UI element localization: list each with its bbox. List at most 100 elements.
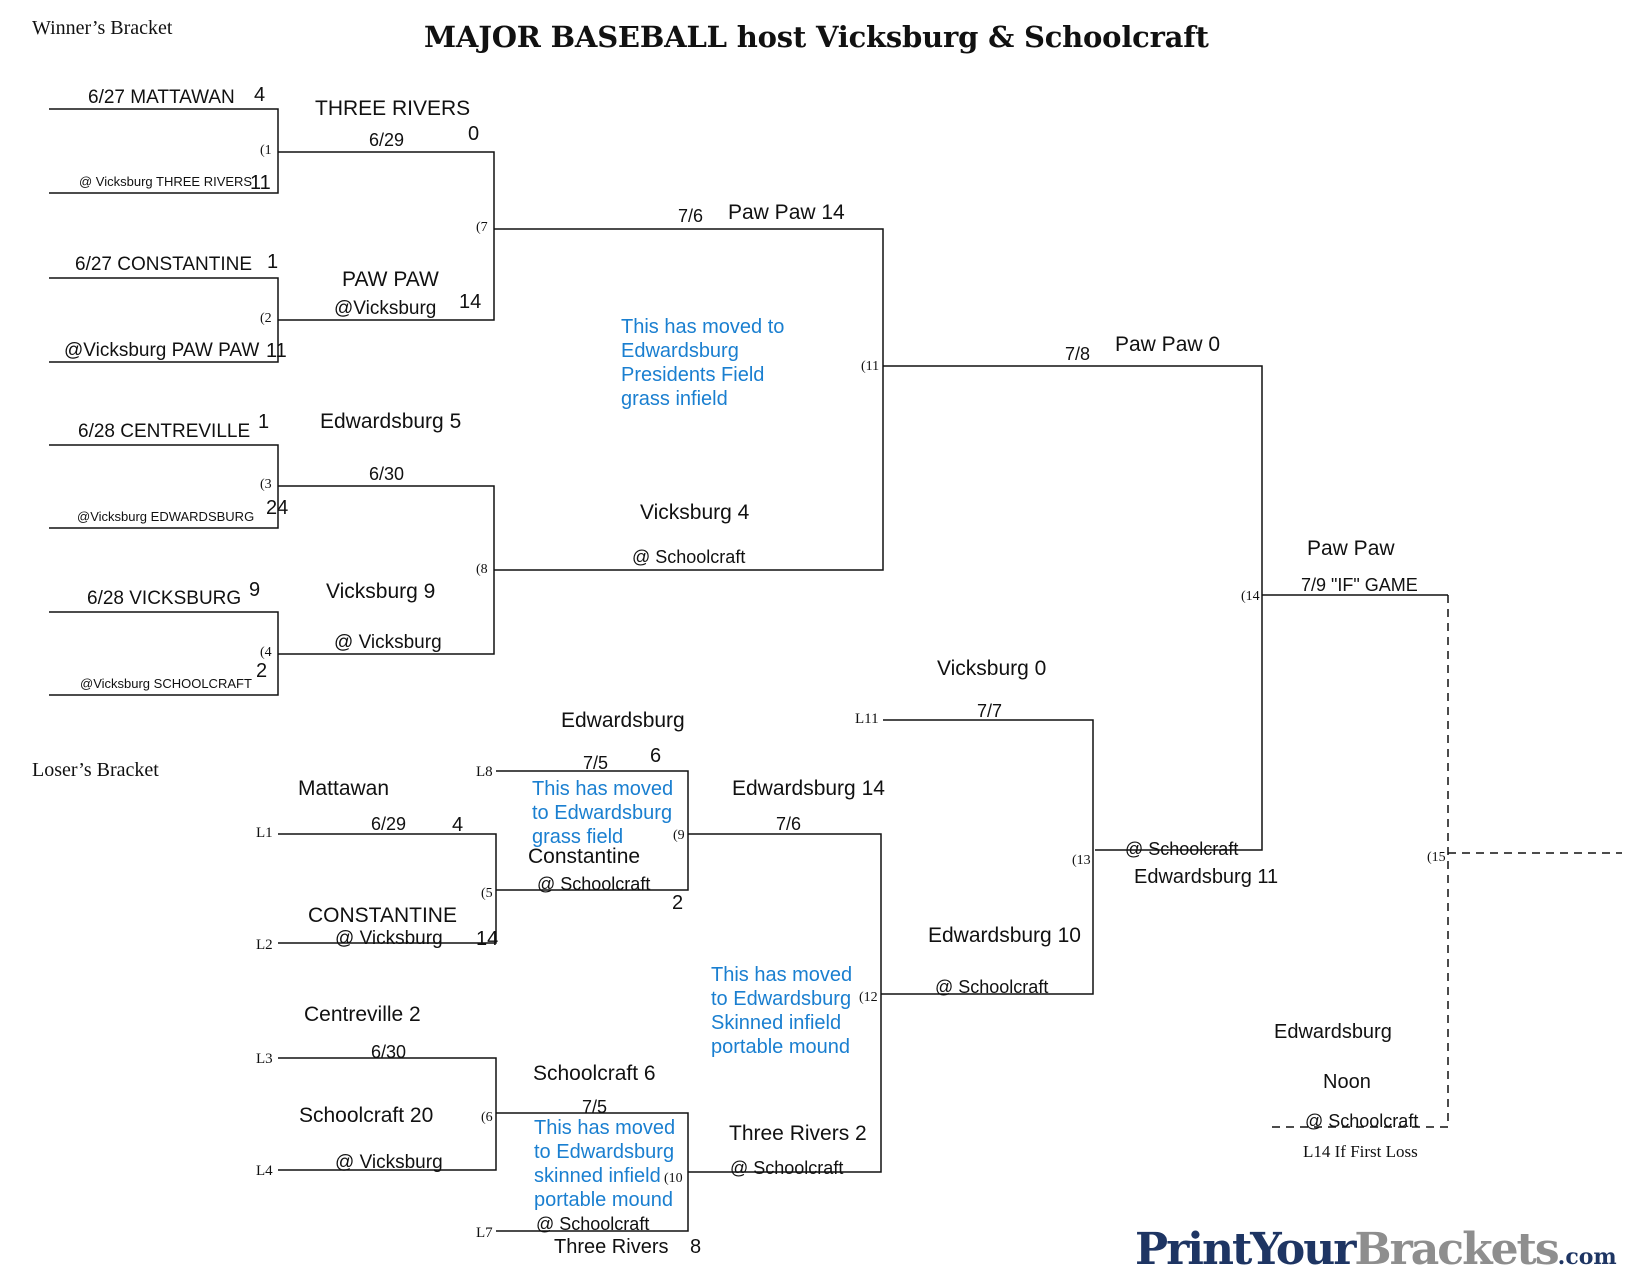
w3-top-score: 1 [258, 411, 270, 433]
w-r2-g1-score: 0 [468, 123, 480, 145]
if-game-note: L14 If First Loss [1303, 1142, 1418, 1161]
l-r3-g12-bottom-team: Three Rivers 2 [729, 1122, 867, 1145]
loser-tag-l2: L2 [256, 937, 273, 953]
w-r3-g7-winner: Paw Paw 14 [728, 201, 845, 224]
l-r1-l6-bottom-team: Schoolcraft 20 [299, 1104, 434, 1127]
l-r1-l6-location: @ Vicksburg [335, 1152, 443, 1173]
w-r3-g8-location: @ Schoolcraft [632, 547, 746, 567]
w-r3-g7-date: 7/6 [678, 206, 704, 226]
winners-bracket-label: Winner’s Bracket [32, 17, 173, 39]
l-r1-l5-location: @ Vicksburg [335, 928, 443, 949]
l-r2-g10-bottom-team: Three Rivers [554, 1236, 669, 1258]
if-game-location: @ Schoolcraft [1305, 1111, 1419, 1131]
w-r2-g1-winner: THREE RIVERS [315, 97, 471, 120]
l-r3-g12-top-team: Edwardsburg 14 [732, 777, 885, 800]
w1-top-score: 4 [254, 84, 266, 106]
note-line: Presidents Field [621, 364, 765, 386]
w-r2-g2-score: 14 [459, 291, 482, 313]
note-line: to Edwardsburg [534, 1141, 675, 1163]
l-r2-g9-top-team: Edwardsburg [561, 709, 685, 732]
l-r4-g13-top-team: Vicksburg 0 [937, 657, 1047, 680]
game-tag-4: (4 [260, 645, 272, 660]
game-tag-5: (5 [481, 886, 493, 901]
w3-bottom-team: @Vicksburg EDWARDSBURG [77, 509, 255, 524]
l-r2-g9-date: 7/5 [583, 753, 609, 773]
w2-top-team: 6/27 CONSTANTINE [75, 254, 253, 275]
venue-note-game-11: This has moved to Edwardsburg Presidents… [621, 315, 784, 411]
w3-top-team: 6/28 CENTREVILLE [78, 421, 251, 442]
note-line: grass field [532, 826, 624, 848]
site-logo[interactable]: PrintYourBrackets.com [1135, 1228, 1617, 1272]
l-r2-g9-bottom-score: 2 [672, 892, 684, 914]
l-r5-g14-location: @ Schoolcraft [1125, 839, 1239, 859]
losers-bracket-label: Loser’s Bracket [32, 759, 159, 781]
final-if-game: 7/9 "IF" GAME [1301, 575, 1418, 595]
loser-tag-l4: L4 [256, 1163, 273, 1179]
w1-top-team: 6/27 MATTAWAN [88, 87, 235, 108]
note-line: Edwardsburg [621, 340, 739, 362]
l-r2-g9-top-score: 6 [650, 745, 662, 767]
w-r2-g3-winner: Edwardsburg 5 [320, 410, 462, 433]
note-line: This has moved to [621, 316, 785, 338]
logo-part-3: .com [1557, 1244, 1617, 1270]
game-tag-8: (8 [476, 562, 488, 577]
l-r2-g9-location: @ Schoolcraft [537, 874, 651, 894]
page-title: MAJOR BASEBALL host Vicksburg & Schoolcr… [424, 20, 1209, 54]
note-line: This has moved [532, 778, 674, 800]
w-r4-g11-winner: Paw Paw 0 [1115, 333, 1221, 356]
game-tag-9: (9 [673, 828, 685, 843]
l-r4-g13-location: @ Schoolcraft [935, 977, 1049, 997]
w-r2-g4-location: @ Vicksburg [334, 632, 442, 653]
l-r1-l5-bottom-team: CONSTANTINE [308, 904, 457, 927]
l-r1-l6-date: 6/30 [371, 1042, 407, 1062]
l-r3-g12-location: @ Schoolcraft [730, 1158, 844, 1178]
loser-tag-l3: L3 [256, 1051, 273, 1067]
logo-part-1: PrintYour [1135, 1224, 1356, 1275]
game-tag-15: (15 [1427, 850, 1446, 865]
game-tag-1: (1 [260, 143, 272, 158]
w1-bottom-score: 11 [250, 172, 271, 194]
l-r1-l5-top-team: Mattawan [298, 777, 390, 800]
w2-top-score: 1 [267, 251, 279, 273]
game-tag-6: (6 [481, 1110, 493, 1125]
game-tag-2: (2 [260, 311, 272, 326]
loser-tag-l8: L8 [476, 764, 493, 780]
note-line: portable mound [711, 1036, 850, 1058]
l-r2-g10-bottom-score: 8 [690, 1236, 702, 1258]
note-line: portable mound [534, 1189, 673, 1211]
l-r5-g14-winner: Edwardsburg 11 [1134, 866, 1279, 888]
l-r2-g10-location: @ Schoolcraft [536, 1214, 650, 1234]
w2-bottom-team: @Vicksburg PAW PAW [64, 340, 260, 361]
w4-top-team: 6/28 VICKSBURG [87, 588, 242, 609]
note-line: to Edwardsburg [532, 802, 673, 824]
l-r2-g10-date: 7/5 [582, 1097, 608, 1117]
game-tag-7: (7 [476, 220, 488, 235]
loser-tag-l1: L1 [256, 825, 273, 841]
l-r1-l6-top-team: Centreville 2 [304, 1003, 421, 1026]
w-r2-g2-winner: PAW PAW [342, 268, 439, 291]
w4-bottom-score: 2 [256, 660, 268, 682]
final-winner: Paw Paw [1307, 537, 1395, 560]
w3-bottom-score: 24 [266, 497, 289, 519]
l-r2-g10-top-team: Schoolcraft 6 [533, 1062, 656, 1085]
game-tag-13: (13 [1072, 853, 1091, 868]
l-r3-g12-date: 7/6 [776, 814, 802, 834]
l-r1-l5-bottom-score: 14 [476, 928, 499, 950]
venue-note-game-10: This has moved to Edwardsburg skinned in… [534, 1116, 675, 1212]
w-r2-g4-winner: Vicksburg 9 [326, 580, 436, 603]
w-r4-g11-date: 7/8 [1065, 344, 1091, 364]
w-r3-g8-winner: Vicksburg 4 [640, 501, 750, 524]
game-tag-12: (12 [859, 990, 878, 1005]
note-line: grass infield [621, 388, 728, 410]
note-line: This has moved [711, 964, 853, 986]
note-line: to Edwardsburg [711, 988, 852, 1010]
game-tag-3: (3 [260, 477, 272, 492]
w2-bottom-score: 11 [266, 340, 287, 362]
note-line: Skinned infield [711, 1012, 842, 1034]
l-r1-l5-date: 6/29 [371, 814, 407, 834]
logo-part-2: Brackets [1354, 1224, 1559, 1275]
w-r2-g1-date: 6/29 [369, 130, 405, 150]
w4-top-score: 9 [249, 579, 261, 601]
game-tag-14: (14 [1241, 589, 1260, 604]
